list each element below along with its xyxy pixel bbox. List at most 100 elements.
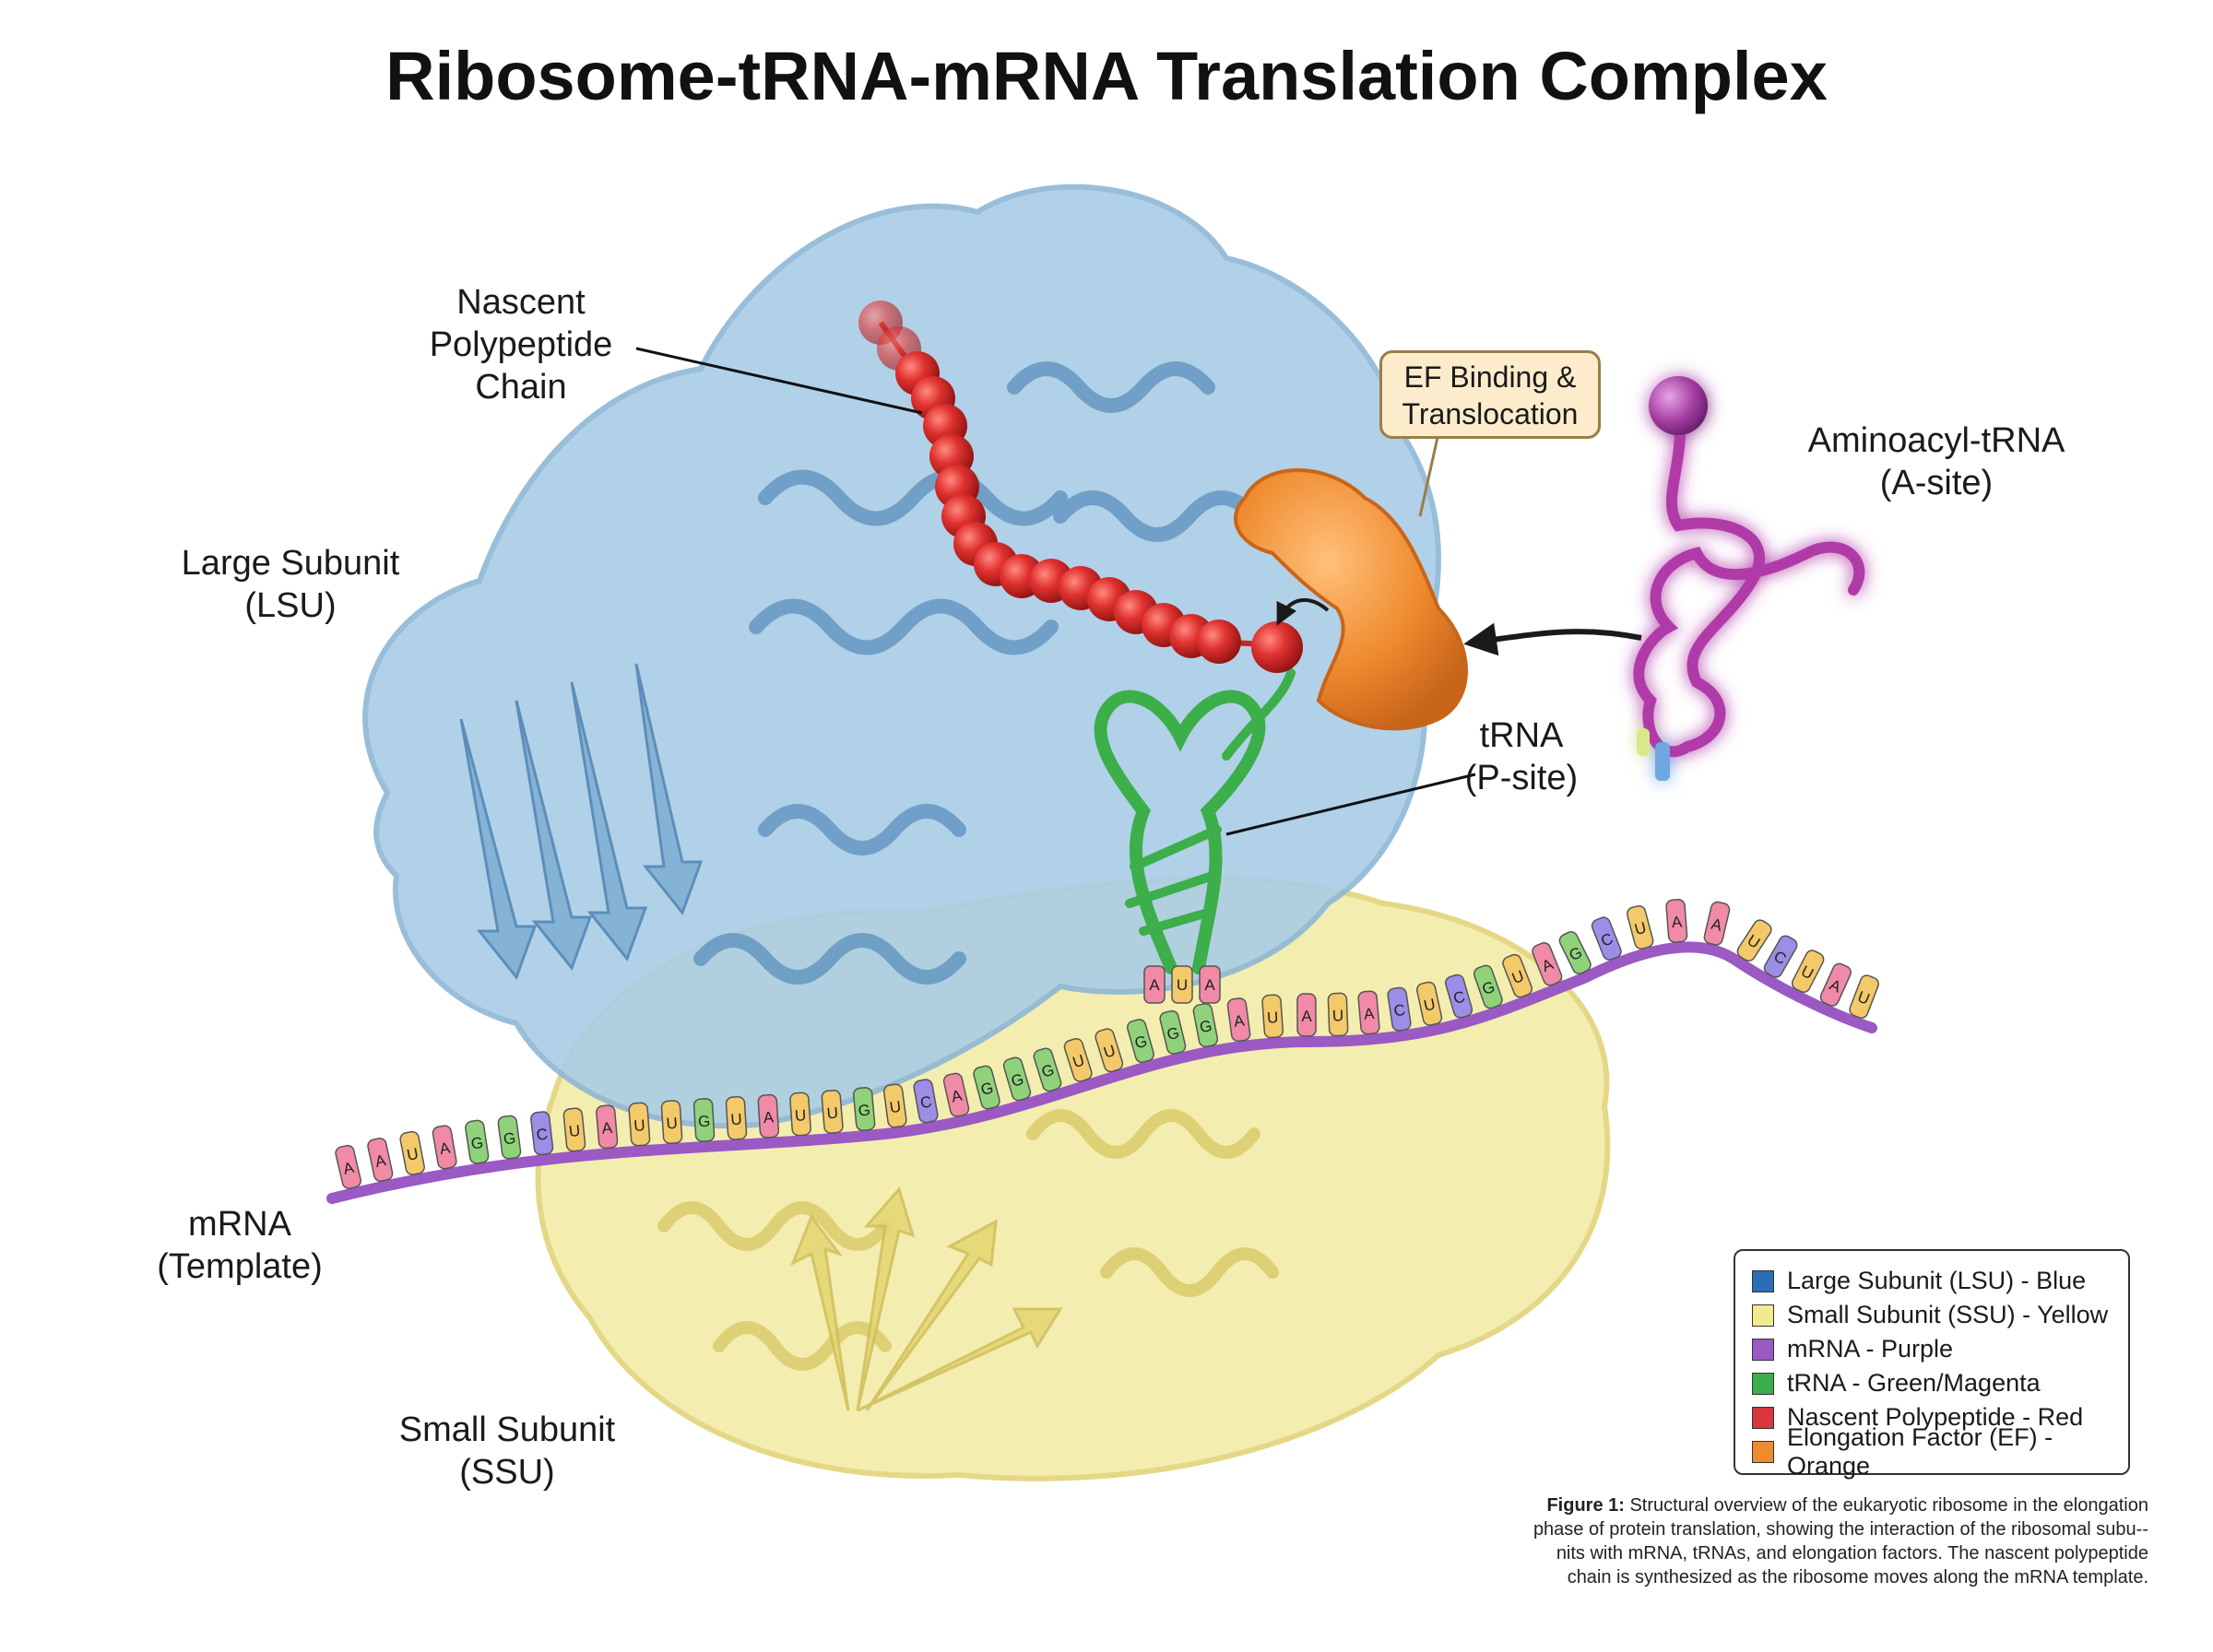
legend-item: Large Subunit (LSU) - Blue [1752,1264,2112,1298]
mrna-nucleotide: G [1033,1047,1062,1092]
ef-callout: EF Binding & Translocation [1379,350,1601,439]
anticodon-letter: A [1204,976,1215,994]
nucleotide-block [1626,904,1654,950]
nucleotide-block [1387,986,1412,1032]
nucleotide-block [1819,962,1852,1007]
nucleotide-letter: U [794,1106,807,1125]
nucleotide-letter: U [633,1116,646,1135]
nucleotide-letter: A [601,1119,614,1138]
legend-swatch [1752,1440,1774,1463]
nucleotide-block [1357,990,1380,1035]
translocation-arrow [1276,597,1330,626]
nucleotide-block [1473,964,1503,1009]
nucleotide-block [821,1090,844,1134]
nucleotide-block [596,1104,619,1150]
mrna-nucleotide: C [1445,974,1473,1019]
nucleotide-block [1033,1047,1062,1092]
nucleotide-block [852,1087,876,1132]
legend-swatch [1752,1269,1774,1292]
mrna-nucleotide: U [1849,974,1879,1019]
nucleotide-block [1763,935,1798,978]
mrna-nucleotide: C [1591,916,1622,961]
caption-line: chain is synthesized as the ribosome mov… [1567,1567,2148,1587]
mrna-nucleotide: U [1063,1037,1093,1082]
nucleotide-block [1327,992,1349,1037]
nucleotide-block [628,1102,651,1147]
mrna-nucleotide: U [789,1092,811,1137]
nucleotide-block [1665,898,1688,943]
nucleotide-block [942,1072,970,1117]
mrna-nucleotide: U [1095,1028,1124,1073]
mrna-nucleotide: A [432,1125,457,1170]
nucleotide-block [1532,942,1563,986]
polypeptide-leader [635,347,923,415]
nucleotide-block [789,1092,811,1137]
label-trna: tRNA (P-site) [1464,716,1579,797]
mrna-nucleotide: C [1387,986,1412,1032]
nucleotide-letter: A [1710,915,1724,935]
nucleotide-letter: A [1671,913,1683,931]
mrna-nucleotide: C [1763,935,1798,978]
label-ssu: Small Subunit (SSU) [398,1410,616,1492]
nucleotide-letter: U [1071,1051,1086,1071]
nucleotide-letter: G [1132,1032,1149,1053]
mrna-nucleotide: U [1502,953,1533,998]
nucleotide-letter: G [1480,978,1497,998]
mrna-nucleotide: A [1703,901,1731,946]
anticodon-block [1171,965,1193,1004]
mrna-nucleotide: U [725,1096,748,1140]
legend-item: tRNA - Green/Magenta [1752,1366,2112,1400]
nucleotide-block [497,1115,522,1160]
legend-swatch [1752,1338,1774,1361]
nucleotide-letter: A [438,1139,452,1158]
mrna-nucleotide: A [367,1138,394,1183]
caption-line: nits with mRNA, tRNAs, and elongation fa… [1556,1543,2148,1564]
trna-leader [1225,773,1476,836]
nucleotide-letter: U [406,1145,420,1164]
mrna-nucleotide: U [399,1130,425,1175]
nucleotide-letter: A [950,1086,964,1105]
legend-item: Small Subunit (SSU) - Yellow [1752,1298,2112,1332]
nucleotide-letter: G [1039,1061,1056,1081]
mrna-nucleotide: A [596,1104,619,1150]
nucleotide-letter: U [1266,1009,1279,1027]
nucleotide-letter: G [469,1134,484,1153]
mrna-nucleotide: U [628,1102,651,1147]
a-site-arrow [1463,622,1642,656]
nucleotide-block [1063,1037,1093,1082]
label-mrna: mRNA (Template) [157,1205,323,1286]
mrna-nucleotide: A [1532,942,1563,986]
anticodon-letter: U [1177,976,1188,994]
nucleotide-letter: G [1166,1024,1181,1044]
nucleotide-block [725,1096,748,1140]
mrna-nucleotide: G [852,1087,876,1132]
ef-pointer [1418,432,1440,517]
nucleotide-letter: A [1363,1005,1376,1023]
nucleotide-letter: U [568,1122,581,1140]
mrna-nucleotide: G [692,1098,716,1142]
nucleotide-letter: C [1392,1001,1406,1021]
mrna-nucleotide: G [465,1119,490,1164]
figure-caption: Figure 1: Structural overview of the euk… [1420,1493,2148,1589]
amino-acid-bead [1197,620,1241,664]
nucleotide-letter: G [858,1101,871,1119]
nucleotide-letter: G [1198,1017,1213,1036]
nucleotide-block [1296,993,1317,1037]
legend-swatch [1752,1406,1774,1429]
mrna-nucleotide: G [1473,964,1503,1009]
page-title: Ribosome-tRNA-mRNA Translation Complex [385,38,1828,114]
legend-item: Nascent Polypeptide - Red [1752,1400,2112,1434]
nucleotide-letter: U [1422,996,1437,1015]
nucleotide-letter: G [698,1113,711,1131]
mrna-nucleotide: U [562,1107,586,1152]
nucleotide-letter: U [826,1104,839,1123]
nucleotide-block [465,1119,490,1164]
legend-item: mRNA - Purple [1752,1332,2112,1366]
nucleotide-letter: U [889,1098,903,1116]
nucleotide-letter: U [1102,1042,1118,1062]
mrna-nucleotide: A [942,1072,970,1117]
nucleotide-block [1736,919,1772,962]
nucleotide-letter: C [536,1126,549,1144]
nucleotide-block [530,1111,554,1156]
